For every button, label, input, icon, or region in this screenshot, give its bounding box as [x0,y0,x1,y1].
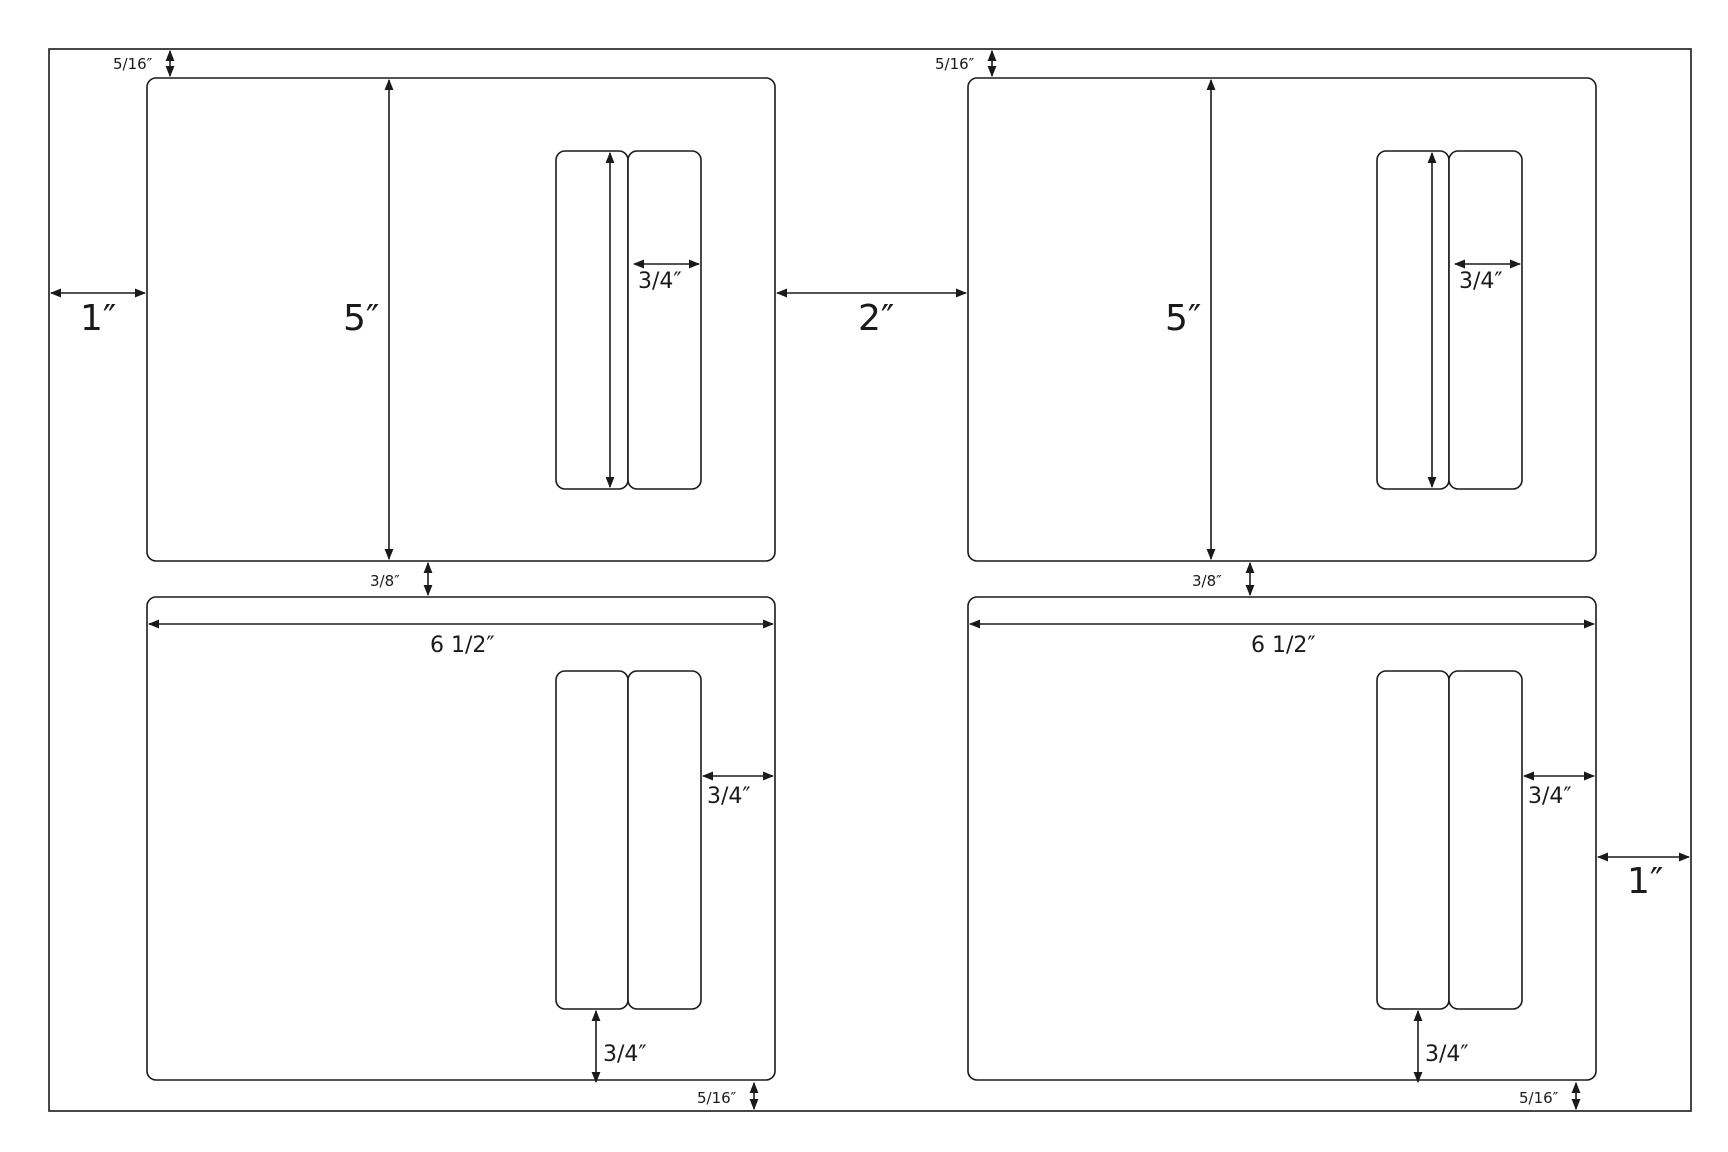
label-row-gap-right: 3/8″ [1192,572,1222,590]
label-left-margin: 1″ [80,298,116,339]
label-top-offset-left: 5/16″ [113,55,153,73]
label-bottom-offset-left: 5/16″ [697,1089,737,1107]
insert-top-right-1 [1376,150,1450,490]
insert-top-left-1 [555,150,629,490]
label-panel-width-left: 6 1/2″ [430,633,495,658]
label-insert-right-margin-left: 3/4″ [707,784,751,809]
label-panel-height-right: 5″ [1165,298,1201,339]
label-panel-height-left: 5″ [343,298,379,339]
label-insert-right-margin-right: 3/4″ [1528,784,1572,809]
label-panel-width-right: 6 1/2″ [1251,633,1316,658]
insert-top-right-2 [1448,150,1523,490]
label-insert-width-right: 3/4″ [1459,269,1503,294]
sheet-border [48,48,1692,1112]
label-insert-width-left: 3/4″ [638,269,682,294]
insert-bottom-left-1 [555,670,629,1010]
insert-bottom-left-2 [627,670,702,1010]
label-insert-bottom-margin-left: 3/4″ [603,1042,647,1067]
label-insert-bottom-margin-right: 3/4″ [1425,1042,1469,1067]
label-bottom-offset-right: 5/16″ [1519,1089,1559,1107]
label-gutter: 2″ [858,298,894,339]
insert-bottom-right-1 [1376,670,1450,1010]
label-row-gap-left: 3/8″ [370,572,400,590]
label-right-margin: 1″ [1627,861,1663,902]
insert-bottom-right-2 [1448,670,1523,1010]
insert-top-left-2 [627,150,702,490]
label-top-offset-right: 5/16″ [935,55,975,73]
